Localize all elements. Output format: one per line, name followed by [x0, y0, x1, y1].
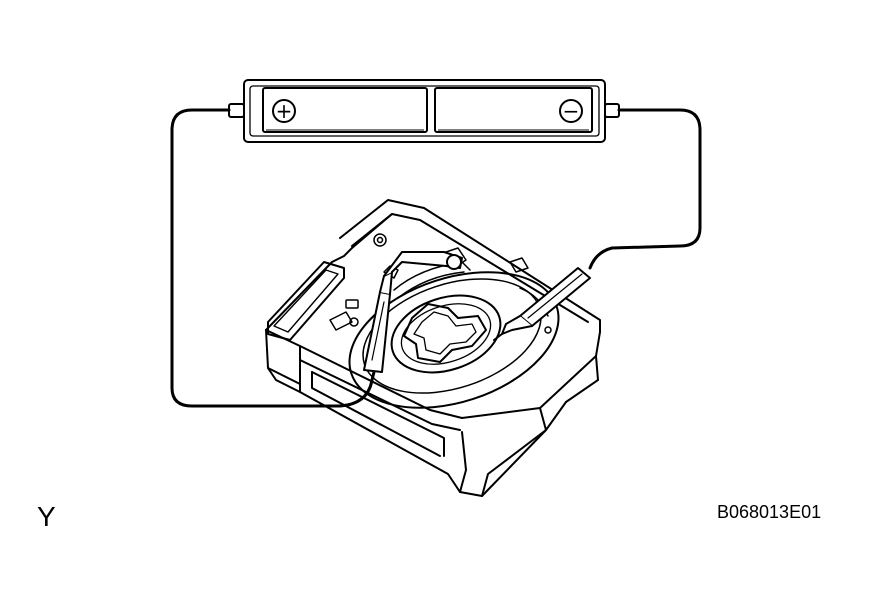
positive-test-probe	[363, 251, 463, 373]
corner-label: Y	[37, 501, 56, 532]
negative-terminal-icon	[559, 99, 583, 123]
positive-symbol: +	[276, 99, 293, 123]
positive-wire	[170, 108, 376, 408]
rotor-assembly	[348, 261, 560, 409]
battery-cell-left	[262, 87, 428, 133]
negative-symbol: −	[563, 99, 580, 123]
battery-terminal-right	[604, 103, 620, 118]
negative-test-probe	[493, 267, 591, 341]
battery-inner-frame	[249, 85, 600, 137]
battery	[228, 79, 620, 143]
rotor-hub	[390, 294, 502, 374]
positive-terminal-icon	[272, 99, 296, 123]
battery-terminal-left	[228, 103, 245, 118]
figure-code: B068013E01	[717, 502, 822, 522]
spiral-cable-housing	[265, 199, 601, 497]
battery-cell-right	[434, 87, 593, 133]
rotor-center-key	[403, 303, 487, 363]
rotor-outer-ring	[348, 271, 560, 409]
negative-wire	[588, 108, 702, 270]
